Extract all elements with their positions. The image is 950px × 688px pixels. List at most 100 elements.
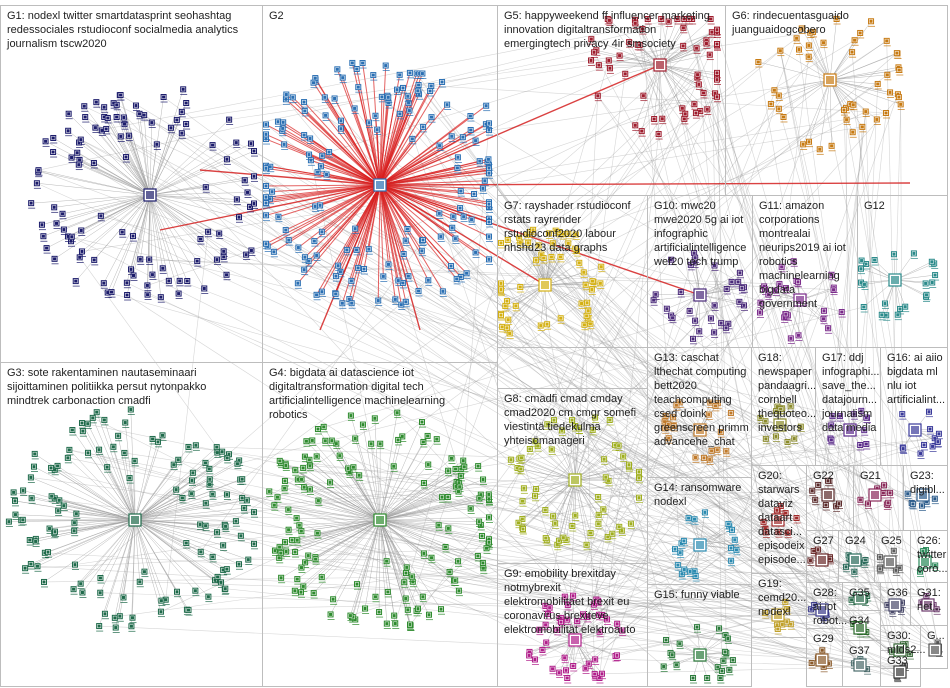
edge-g2 — [379, 184, 442, 237]
edge-g1 — [140, 194, 151, 260]
edge-g3 — [87, 423, 136, 521]
node-fill-g2 — [406, 274, 410, 278]
edge-g4 — [379, 519, 483, 537]
edge-g2 — [357, 87, 381, 186]
edge-g4 — [379, 519, 409, 610]
edge-g1 — [54, 194, 151, 260]
edge-g6 — [829, 40, 887, 81]
node-fill-g6 — [845, 118, 849, 122]
node-fill-g10 — [712, 330, 716, 334]
node-fill-g3 — [138, 580, 142, 584]
node-fill-g7 — [505, 299, 509, 303]
node-fill-g11 — [840, 310, 844, 314]
edge-g4 — [294, 519, 381, 591]
inter-group-edge — [236, 142, 912, 504]
node-fill-g3 — [252, 510, 256, 514]
edge-g3 — [134, 519, 162, 601]
node-fill-g1 — [225, 273, 229, 277]
node-fill-g14 — [694, 574, 698, 578]
inter-group-edge — [578, 428, 855, 572]
group-label-line: teachcomputing — [654, 394, 732, 406]
node-fill-g1 — [102, 115, 106, 119]
node-fill-g4 — [406, 608, 410, 612]
edge-g1 — [149, 89, 184, 196]
edge-g4 — [379, 519, 490, 543]
edge-g3 — [134, 519, 222, 583]
node-fill-g2 — [402, 252, 406, 256]
inter-group-edge — [113, 102, 600, 633]
node-fill-g3 — [190, 478, 194, 482]
group-label-line: artificialintelligence — [654, 242, 746, 254]
inter-group-edge — [188, 446, 459, 484]
inter-group-edge — [69, 449, 854, 664]
edge-g1 — [149, 194, 162, 298]
edge-g3 — [117, 435, 136, 521]
node-fill-g1 — [150, 273, 154, 277]
node-fill-g2 — [282, 142, 286, 146]
edge-g2 — [297, 184, 381, 284]
node-fill-g3 — [46, 550, 50, 554]
node-fill-g8 — [597, 513, 601, 517]
inter-group-edge — [551, 449, 866, 561]
edge-g4 — [352, 519, 381, 618]
inter-group-edge — [572, 417, 868, 527]
node-fill-g5 — [715, 95, 719, 99]
node-fill-g19 — [789, 622, 793, 626]
edge-g7 — [544, 233, 569, 286]
node-fill-g2 — [281, 120, 285, 124]
inter-group-edge — [716, 75, 831, 559]
node-fill-g3 — [111, 445, 115, 449]
edge-g5 — [596, 50, 661, 66]
inter-group-edge — [813, 111, 867, 551]
edge-g6 — [778, 79, 831, 96]
node-fill-g2 — [445, 103, 449, 107]
node-fill-g9 — [585, 615, 589, 619]
edge-g4 — [379, 494, 481, 521]
node-fill-g3 — [72, 529, 76, 533]
group-box-g36 — [880, 582, 911, 626]
edge-g8 — [574, 479, 632, 524]
edge-g4 — [379, 519, 456, 581]
node-fill-g12 — [924, 293, 928, 297]
edge-g1 — [107, 194, 151, 293]
edge-g3 — [74, 519, 136, 532]
node-fill-g2 — [487, 205, 491, 209]
node-fill-g1 — [62, 228, 66, 232]
edge-g1 — [68, 113, 151, 196]
node-fill-g5 — [681, 26, 685, 30]
node-fill-g10 — [671, 316, 675, 320]
node-fill-g1 — [252, 202, 256, 206]
node-fill-g9 — [598, 630, 602, 634]
node-fill-g2 — [417, 83, 421, 87]
edge-g4 — [280, 519, 381, 554]
edge-g6 — [829, 79, 887, 114]
edge-g4 — [379, 435, 428, 521]
node-fill-g3 — [102, 418, 106, 422]
node-fill-g2 — [347, 297, 351, 301]
node-fill-g6 — [858, 31, 862, 35]
node-fill-g5 — [607, 18, 611, 22]
inter-group-edge — [539, 629, 903, 669]
edge-g4 — [379, 519, 387, 562]
edge-g5 — [659, 64, 708, 110]
edge-g4 — [379, 486, 460, 521]
node-fill-g1 — [161, 266, 165, 270]
node-fill-g2 — [487, 121, 491, 125]
node-fill-g8 — [610, 532, 614, 536]
node-fill-g9 — [600, 672, 604, 676]
edge-g2 — [379, 96, 383, 186]
node-fill-g23 — [911, 502, 915, 506]
inter-group-edge — [539, 540, 685, 630]
node-fill-g5 — [715, 78, 719, 82]
edge-g1 — [120, 94, 151, 196]
node-fill-g4 — [312, 591, 316, 595]
node-fill-g4 — [300, 477, 304, 481]
node-fill-g4 — [299, 529, 303, 533]
inter-group-edge — [120, 136, 669, 426]
node-fill-g3 — [34, 539, 38, 543]
node-fill-g1 — [184, 101, 188, 105]
edge-g5 — [658, 64, 661, 135]
node-fill-g2 — [323, 95, 327, 99]
